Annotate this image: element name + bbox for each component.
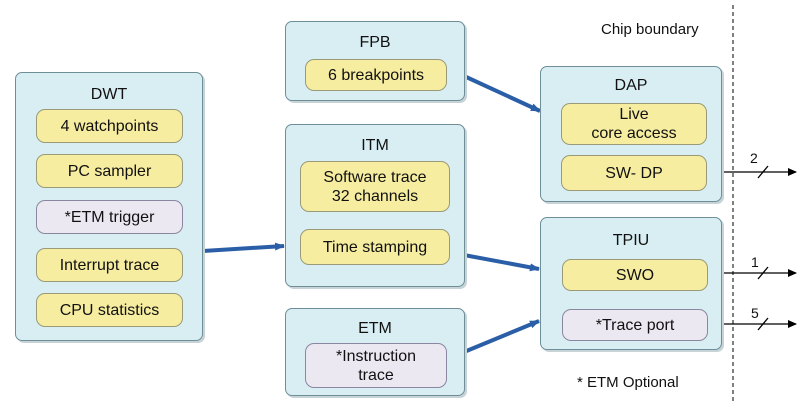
swdp-width-label: 2 xyxy=(750,150,758,166)
chip-boundary-label: Chip boundary xyxy=(601,21,699,38)
dwt-etm-trigger: *ETM trigger xyxy=(36,200,183,234)
dwt-watchpoints: 4 watchpoints xyxy=(36,109,183,143)
swo-bus-slash xyxy=(757,266,769,280)
itm-software-trace: Software trace 32 channels xyxy=(300,161,450,212)
itm-block: ITM Software trace 32 channels Time stam… xyxy=(285,124,465,287)
traceport-width-label: 5 xyxy=(751,305,759,321)
dap-block: DAP Live core access SW- DP xyxy=(540,66,722,202)
tpiu-swo: SWO xyxy=(562,259,708,291)
swo-width-label: 1 xyxy=(751,254,759,270)
dwt-interrupt-trace: Interrupt trace xyxy=(36,248,183,282)
arrow-itm-to-tpiu xyxy=(463,253,540,272)
itm-time-stamping: Time stamping xyxy=(300,229,450,265)
dap-sw-dp: SW- DP xyxy=(561,155,707,191)
dwt-pc-sampler: PC sampler xyxy=(36,154,183,188)
dwt-cpu-statistics: CPU statistics xyxy=(36,293,183,327)
dap-title: DAP xyxy=(614,77,648,94)
arrow-etm-to-tpiu xyxy=(463,319,540,354)
traceport-bus-slash xyxy=(757,317,769,331)
fpb-block: FPB 6 breakpoints xyxy=(285,21,465,101)
etm-optional-footnote: * ETM Optional xyxy=(577,374,679,391)
dap-live-core-access: Live core access xyxy=(561,103,707,145)
swdp-bus-slash xyxy=(757,165,769,179)
tpiu-block: TPIU SWO *Trace port xyxy=(540,217,722,350)
etm-block: ETM *Instruction trace xyxy=(285,308,465,396)
etm-title: ETM xyxy=(358,320,392,337)
dwt-title: DWT xyxy=(90,86,128,103)
tpiu-title: TPIU xyxy=(612,232,650,249)
itm-title: ITM xyxy=(361,137,389,154)
arrow-fpb-to-dap xyxy=(463,74,541,113)
arrow-dwt-to-itm xyxy=(202,242,285,253)
fpb-title: FPB xyxy=(359,34,391,51)
etm-instruction-trace: *Instruction trace xyxy=(305,343,447,388)
fpb-breakpoints: 6 breakpoints xyxy=(305,59,447,91)
tpiu-trace-port: *Trace port xyxy=(562,309,708,341)
dwt-block: DWT 4 watchpoints PC sampler *ETM trigge… xyxy=(15,72,203,341)
